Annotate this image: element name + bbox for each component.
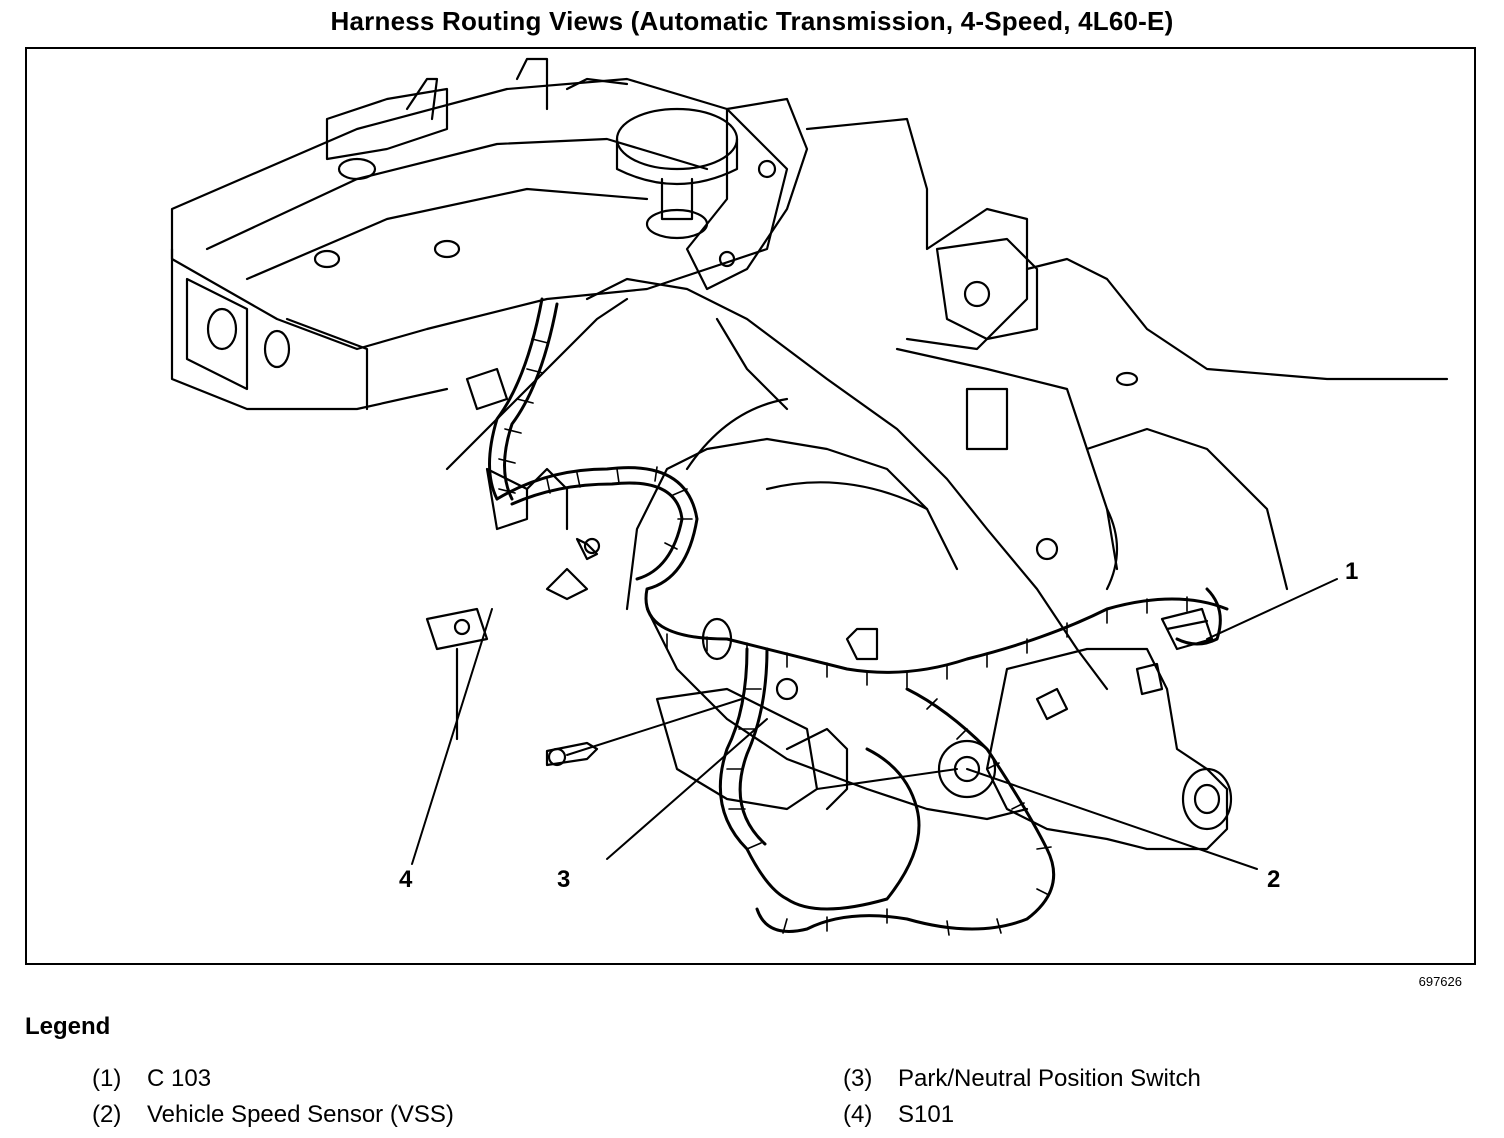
- s101-bracket-drawing: [425, 367, 569, 741]
- legend-item: (4) S101: [843, 1101, 954, 1129]
- legend-item-label: Vehicle Speed Sensor (VSS): [147, 1101, 454, 1128]
- harness-routing-illustration: 1 2 3 4: [170, 57, 1449, 936]
- legend-item-number: (3): [843, 1065, 873, 1092]
- legend-item: (2) Vehicle Speed Sensor (VSS): [92, 1101, 454, 1129]
- c103-connector-drawing: [1160, 607, 1214, 651]
- leader-lines: [411, 578, 1338, 870]
- legend-item: (3) Park/Neutral Position Switch: [843, 1065, 1201, 1093]
- legend-heading: Legend: [25, 1013, 111, 1040]
- callout-2: 2: [1267, 866, 1280, 893]
- wiring-harness-drawing: [488, 297, 1229, 933]
- callout-4: 4: [399, 866, 413, 893]
- diagram-frame: 1 2 3 4: [25, 47, 1476, 965]
- park-neutral-switch-drawing: [545, 537, 849, 811]
- diagram-title: Harness Routing Views (Automatic Transmi…: [330, 6, 1174, 36]
- legend-item-label: C 103: [147, 1065, 212, 1092]
- legend-item-number: (1): [92, 1065, 122, 1092]
- engine-block-drawing: [170, 57, 789, 411]
- legend-item-number: (4): [843, 1101, 873, 1128]
- legend-item-label: S101: [898, 1101, 955, 1128]
- tail-housing-drawing: [937, 647, 1233, 851]
- vehicle-frame-drawing: [805, 117, 1449, 591]
- harness-wrap-ticks: [498, 338, 1188, 936]
- transmission-housing-drawing: [445, 277, 1109, 821]
- figure-number: 697626: [1418, 974, 1462, 989]
- legend-item: (1) C 103: [92, 1065, 211, 1093]
- callout-3: 3: [557, 866, 570, 893]
- legend-item-label: Park/Neutral Position Switch: [898, 1065, 1201, 1092]
- distributor-drawing: [615, 97, 809, 291]
- legend-item-number: (2): [92, 1101, 122, 1128]
- callout-1: 1: [1345, 558, 1358, 585]
